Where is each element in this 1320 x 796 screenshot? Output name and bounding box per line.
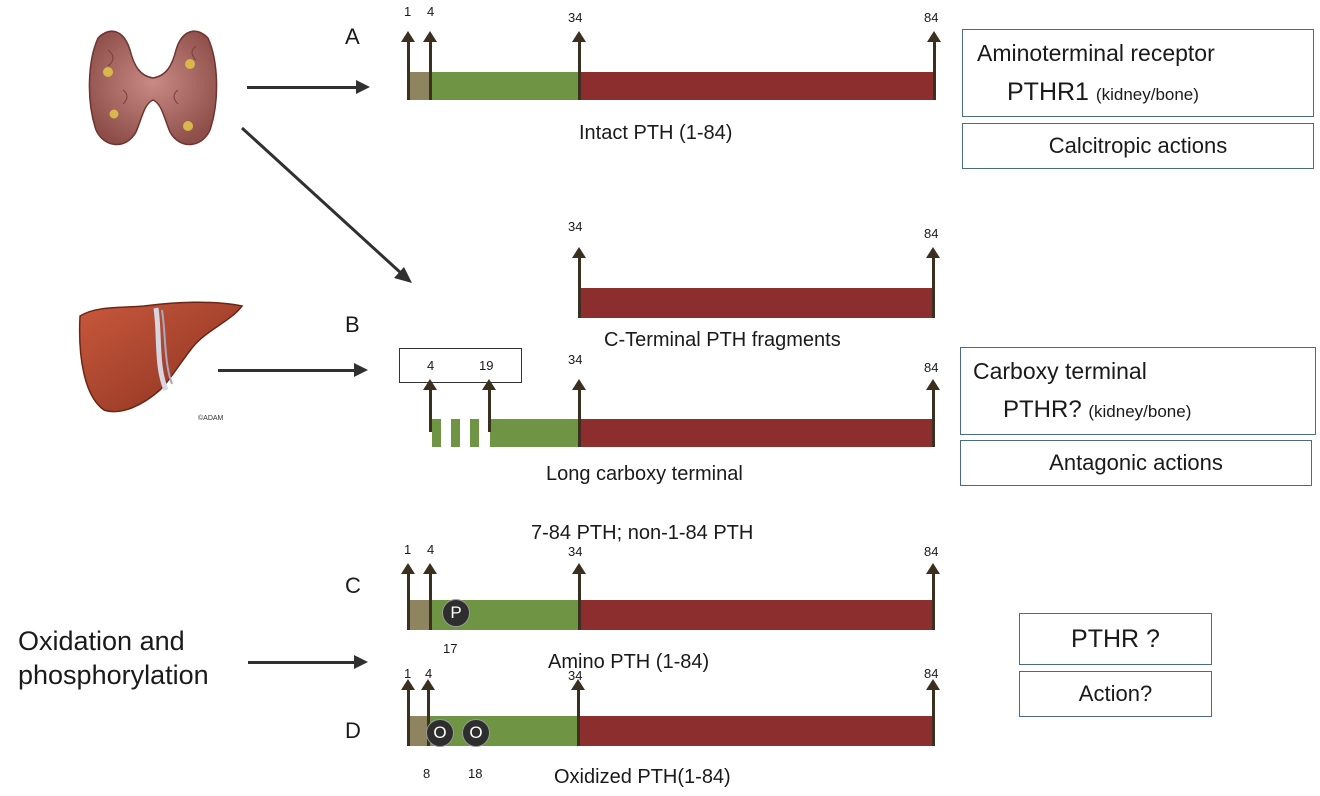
row-a-caption: Intact PTH (1-84) (579, 122, 733, 144)
row-d-marker-84 (926, 679, 940, 746)
action-question-text: Action? (1078, 681, 1153, 706)
row-b-fragment-num-34: 34 (568, 219, 583, 234)
row-b-long-box-num-19: 19 (479, 358, 494, 373)
row-c-segment-34-84 (580, 600, 934, 630)
pthr1-label: PTHR1 (1007, 78, 1089, 106)
row-b-fragment-segment-34-84 (580, 288, 933, 318)
aminoterminal-receptor-box: Aminoterminal receptor PTHR1 (kidney/bon… (962, 29, 1314, 117)
row-b-long-marker-19 (482, 379, 496, 432)
amino-box-line1: Aminoterminal receptor (977, 40, 1215, 66)
row-b-long-segment-19-34 (490, 419, 580, 447)
row-b-fragment-caption: C-Terminal PTH fragments (604, 329, 841, 351)
row-c-num-1: 1 (404, 542, 412, 557)
label-b: B (345, 312, 360, 337)
oxidation-phosphorylation-label: Oxidation and phosphorylation (18, 624, 209, 692)
adam-watermark: ©ADAM (198, 415, 224, 422)
row-b-long-box-num-4: 4 (427, 358, 435, 373)
phosphorylation-site-badge: P (442, 599, 470, 627)
pthr-unknown-label: PTHR? (1003, 396, 1082, 423)
row-c-site-17: 17 (443, 641, 458, 656)
arrow-liver-to-b-head (354, 363, 368, 377)
row-a-segment-34-84 (580, 72, 935, 100)
carboxy-box-line1: Carboxy terminal (973, 358, 1147, 384)
row-b-long-marker-34 (572, 379, 586, 447)
arrow-thyroid-to-a-head (356, 80, 370, 94)
pthr-question-text: PTHR ? (1071, 625, 1160, 653)
arrow-thyroid-to-b (240, 126, 412, 283)
row-a-segment-4-34 (430, 72, 580, 100)
carboxy-box-line2: PTHR? (kidney/bone) (1003, 396, 1191, 424)
action-question-box: Action? (1019, 671, 1212, 717)
row-b-fragment-num-84: 84 (924, 226, 939, 241)
carboxy-terminal-receptor-box: Carboxy terminal PTHR? (kidney/bone) (960, 347, 1316, 435)
row-b-long-range-box (399, 348, 522, 383)
row-a-marker-84 (927, 31, 941, 100)
liver-illustration (78, 301, 244, 413)
calcitropic-actions-text: Calcitropic actions (1048, 133, 1228, 158)
row-a-num-84: 84 (924, 10, 939, 25)
oxidation-line1: Oxidation and (18, 626, 185, 656)
row-c-caption: Amino PTH (1-84) (548, 651, 710, 673)
row-a-num-4: 4 (427, 4, 435, 19)
arrow-oxidation-to-c-head (354, 655, 368, 669)
row-c-marker-34 (572, 563, 586, 630)
row-c-num-34: 34 (568, 544, 583, 559)
oxidation-site-badge-1: O (426, 719, 454, 747)
row-a-num-34: 34 (568, 10, 583, 25)
row-d-num-1: 1 (404, 666, 412, 681)
row-b-long-dash-2 (451, 419, 460, 447)
row-b-long-dash-3 (470, 419, 479, 447)
row-a-num-1: 1 (404, 4, 412, 19)
calcitropic-actions-box: Calcitropic actions (962, 123, 1314, 169)
pthr-question-box: PTHR ? (1019, 613, 1212, 665)
amino-box-line2: PTHR1 (kidney/bone) (1007, 78, 1199, 107)
row-b-long-caption: Long carboxy terminal (546, 463, 743, 485)
oxidation-line2: phosphorylation (18, 660, 209, 690)
row-b-long-subcaption: 7-84 PTH; non-1-84 PTH (531, 522, 754, 544)
label-d: D (345, 718, 361, 743)
row-b-long-num-34: 34 (568, 352, 583, 367)
row-c-marker-4 (423, 563, 437, 630)
arrow-thyroid-to-a (247, 86, 359, 89)
row-d-site-8: 8 (423, 766, 431, 781)
row-b-long-marker-84 (926, 379, 940, 447)
row-d-num-84: 84 (924, 666, 939, 681)
row-d-caption: Oxidized PTH(1-84) (554, 766, 731, 788)
arrow-oxidation-to-c (248, 661, 356, 664)
row-c-num-4: 4 (427, 542, 435, 557)
row-a-segment-1-4 (408, 72, 430, 100)
amino-box-tissue: (kidney/bone) (1095, 85, 1199, 104)
row-b-long-segment-34-84 (580, 419, 933, 447)
antagonic-actions-text: Antagonic actions (1049, 450, 1223, 475)
row-b-long-marker-4 (423, 379, 437, 432)
row-a-marker-1 (401, 31, 415, 100)
row-a-marker-4 (423, 31, 437, 100)
row-d-num-4: 4 (425, 666, 433, 681)
row-c-segment-1-4 (408, 600, 430, 630)
row-c-num-84: 84 (924, 544, 939, 559)
antagonic-actions-box: Antagonic actions (960, 440, 1312, 486)
label-a: A (345, 24, 360, 49)
label-c: C (345, 573, 361, 598)
row-a-marker-34 (572, 31, 586, 100)
row-c-marker-84 (926, 563, 940, 630)
row-b-fragment-marker-84 (926, 247, 940, 318)
thyroid-gland-illustration (88, 30, 218, 146)
row-d-num-34: 34 (568, 668, 583, 683)
row-b-fragment-marker-34 (572, 247, 586, 318)
row-d-marker-34 (571, 679, 585, 746)
row-d-segment-1-4 (408, 716, 428, 746)
arrow-liver-to-b (218, 369, 356, 372)
row-d-segment-34-84 (578, 716, 934, 746)
carboxy-box-tissue: (kidney/bone) (1088, 402, 1192, 421)
row-b-long-num-84: 84 (924, 360, 939, 375)
row-d-marker-4 (421, 679, 435, 746)
row-c-marker-1 (401, 563, 415, 630)
row-d-site-18: 18 (468, 766, 483, 781)
row-b-long-dash-1 (432, 419, 441, 447)
oxidation-site-badge-2: O (462, 719, 490, 747)
row-d-marker-1 (401, 679, 415, 746)
